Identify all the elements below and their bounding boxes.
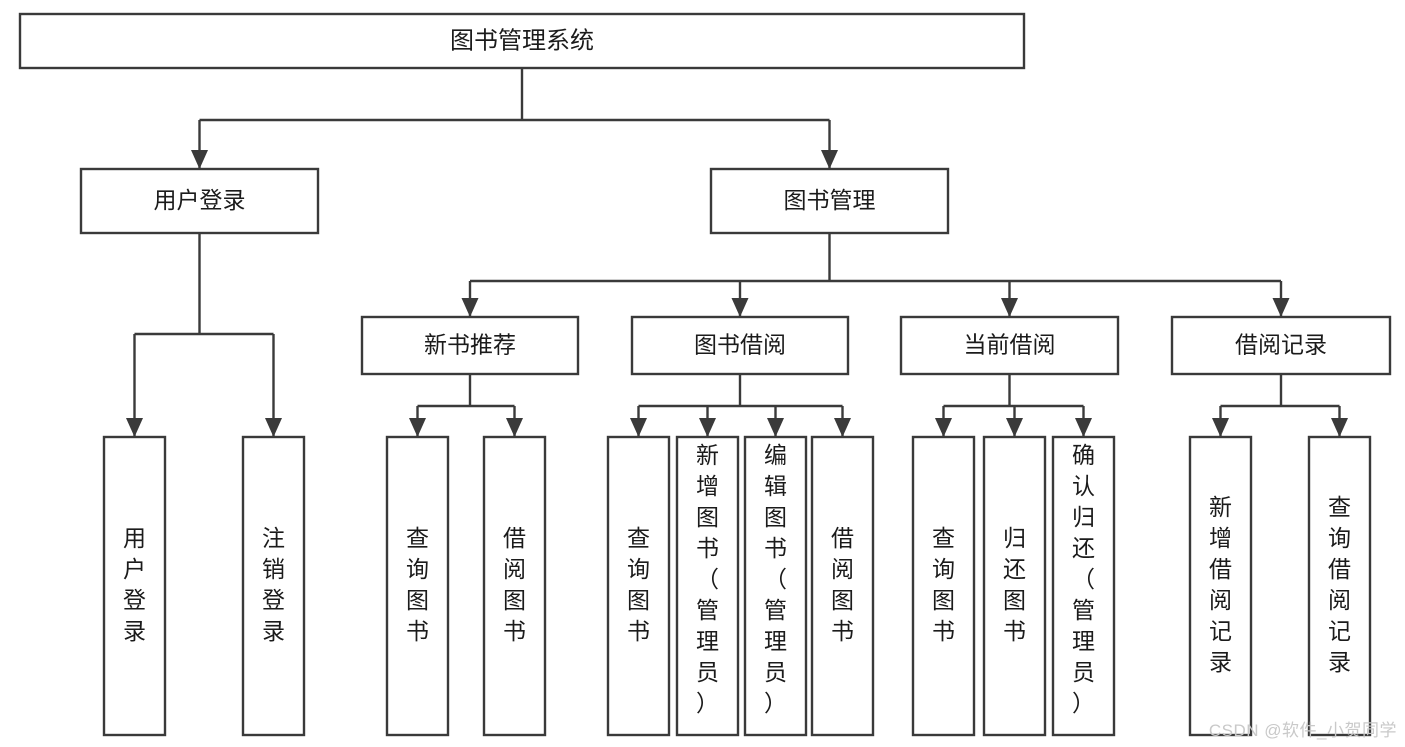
node-box (743, 435, 808, 737)
arrow-head-icon (935, 418, 952, 437)
arrow-head-icon (1331, 418, 1348, 437)
node-label: 图书借阅 (694, 332, 786, 358)
node-label: 借阅图书 (831, 525, 854, 644)
node-leaf-cb-confirm-return[interactable]: 确认归还（管理员） (1051, 435, 1116, 737)
node-leaf-rec-borrow-book[interactable]: 借阅图书 (482, 435, 547, 737)
node-label: 借阅记录 (1235, 332, 1327, 358)
arrow-head-icon (1272, 298, 1290, 317)
node-label: 编辑图书（管理员） (764, 442, 787, 716)
arrow-head-icon (821, 150, 838, 169)
node-box (385, 435, 450, 737)
node-current-borrow[interactable]: 当前借阅 (899, 315, 1120, 376)
arrow-head-icon (630, 418, 647, 437)
node-box (911, 435, 976, 737)
node-label: 确认归还（管理员） (1072, 442, 1095, 716)
node-box (630, 315, 850, 376)
node-box (18, 12, 1026, 70)
arrow-head-icon (461, 298, 479, 317)
node-leaf-user-login[interactable]: 用户登录 (102, 435, 167, 737)
node-leaf-br-query-record[interactable]: 查询借阅记录 (1307, 435, 1372, 737)
node-leaf-bb-add-book[interactable]: 新增图书（管理员） (675, 435, 740, 737)
node-box (241, 435, 306, 737)
node-box (1188, 435, 1253, 737)
node-box (709, 167, 950, 235)
node-borrow-record[interactable]: 借阅记录 (1170, 315, 1392, 376)
node-label: 图书管理系统 (450, 27, 594, 54)
node-new-book-rec[interactable]: 新书推荐 (360, 315, 580, 376)
node-box (1307, 435, 1372, 737)
arrow-head-icon (1001, 298, 1018, 317)
node-box (810, 435, 875, 737)
nodes-layer: 图书管理系统用户登录图书管理新书推荐图书借阅当前借阅借阅记录用户登录注销登录查询… (18, 12, 1392, 737)
arrow-head-icon (767, 418, 784, 437)
node-leaf-cb-return-book[interactable]: 归还图书 (982, 435, 1047, 737)
arrow-head-icon (506, 418, 523, 437)
node-box (360, 315, 580, 376)
node-label: 当前借阅 (964, 332, 1056, 358)
node-label: 查询图书 (627, 525, 650, 644)
node-label: 归还图书 (1003, 525, 1026, 644)
csdn-watermark: CSDN @软件_小贺同学 (1208, 721, 1397, 740)
node-label: 新增借阅记录 (1209, 494, 1232, 675)
arrow-head-icon (731, 298, 749, 317)
node-label: 用户登录 (154, 187, 246, 213)
node-label: 用户登录 (123, 525, 146, 644)
arrow-head-icon (191, 150, 208, 169)
node-user-login[interactable]: 用户登录 (79, 167, 320, 235)
node-box (79, 167, 320, 235)
node-leaf-bb-borrow-book[interactable]: 借阅图书 (810, 435, 875, 737)
arrow-head-icon (1212, 418, 1229, 437)
node-label: 查询图书 (932, 525, 955, 644)
node-leaf-bb-edit-book[interactable]: 编辑图书（管理员） (743, 435, 808, 737)
arrow-head-icon (1006, 418, 1023, 437)
node-box (102, 435, 167, 737)
arrow-head-icon (409, 418, 426, 437)
node-leaf-bb-query-book[interactable]: 查询图书 (606, 435, 671, 737)
node-label: 查询图书 (406, 525, 429, 644)
node-book-manage[interactable]: 图书管理 (709, 167, 950, 235)
node-box (675, 435, 740, 737)
arrow-head-icon (834, 418, 851, 437)
node-label: 借阅图书 (503, 525, 526, 644)
node-label: 图书管理 (784, 187, 876, 213)
node-box (606, 435, 671, 737)
arrow-head-icon (126, 418, 143, 437)
connectors-layer (126, 68, 1348, 437)
node-box (982, 435, 1047, 737)
arrow-head-icon (265, 418, 282, 437)
node-box (1051, 435, 1116, 737)
node-box (899, 315, 1120, 376)
node-label: 新书推荐 (424, 332, 516, 358)
node-leaf-br-add-record[interactable]: 新增借阅记录 (1188, 435, 1253, 737)
node-book-borrow[interactable]: 图书借阅 (630, 315, 850, 376)
node-label: 注销登录 (262, 525, 285, 644)
node-label: 新增图书（管理员） (696, 442, 719, 716)
node-leaf-rec-query-book[interactable]: 查询图书 (385, 435, 450, 737)
node-label: 查询借阅记录 (1328, 494, 1351, 675)
node-root[interactable]: 图书管理系统 (18, 12, 1026, 70)
arrow-head-icon (1075, 418, 1092, 437)
node-leaf-user-logout[interactable]: 注销登录 (241, 435, 306, 737)
arrow-head-icon (699, 418, 716, 437)
node-leaf-cb-query-book[interactable]: 查询图书 (911, 435, 976, 737)
node-box (1170, 315, 1392, 376)
node-box (482, 435, 547, 737)
